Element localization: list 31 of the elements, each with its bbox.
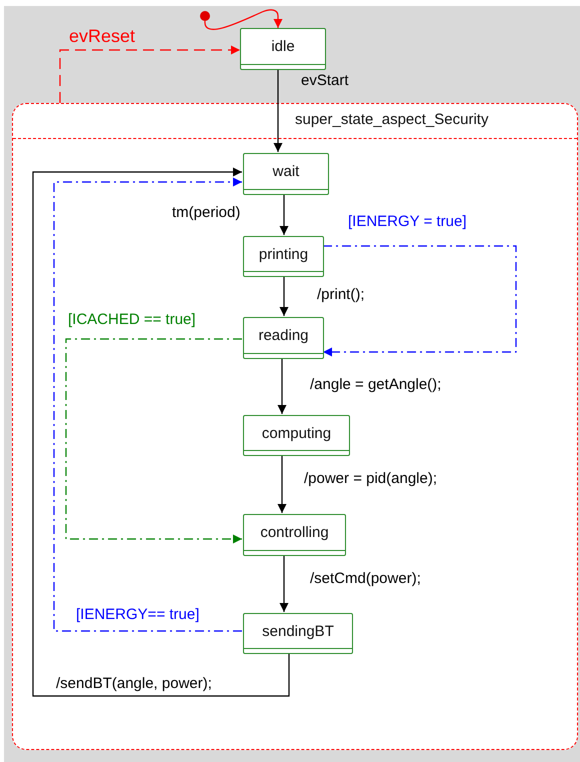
edge-label: /angle = getAngle();: [309, 376, 442, 393]
edge-label: /power = pid(angle);: [303, 470, 438, 487]
edge-label: /setCmd(power);: [309, 570, 422, 587]
transition-arrow: [280, 555, 288, 612]
dashed-transition-arrow: [323, 245, 517, 356]
transition-arrow: [32, 168, 290, 697]
state-box: computing: [243, 415, 350, 456]
state-box: controlling: [243, 514, 346, 556]
superstate-box: [12, 103, 578, 750]
state-box: printing: [243, 236, 324, 277]
edge-label: [IENERGY = true]: [347, 213, 468, 230]
dashed-transition-arrow: [53, 178, 242, 632]
edge-label: /print();: [316, 286, 366, 303]
transition-arrow: [280, 276, 288, 316]
dashed-transition-arrow: [59, 46, 240, 103]
transition-arrow: [278, 455, 286, 513]
edge-label: [ICACHED == true]: [67, 311, 197, 328]
edge-label: /sendBT(angle, power);: [55, 675, 213, 692]
state-box: sendingBT: [243, 613, 353, 654]
state-box: idle: [240, 28, 326, 70]
edge-label: tm(period): [171, 204, 242, 221]
transition-arrow: [280, 194, 288, 235]
dashed-transition-arrow: [65, 338, 242, 544]
transition-arrow: [204, 9, 282, 30]
state-box: reading: [243, 317, 324, 359]
transition-arrow: [274, 70, 282, 152]
edge-label: [IENERGY== true]: [75, 606, 200, 623]
superstate-title: super_state_aspect_Security: [295, 111, 488, 128]
edge-label: evReset: [68, 28, 136, 45]
state-box: wait: [243, 153, 329, 195]
transition-arrow: [278, 358, 286, 414]
